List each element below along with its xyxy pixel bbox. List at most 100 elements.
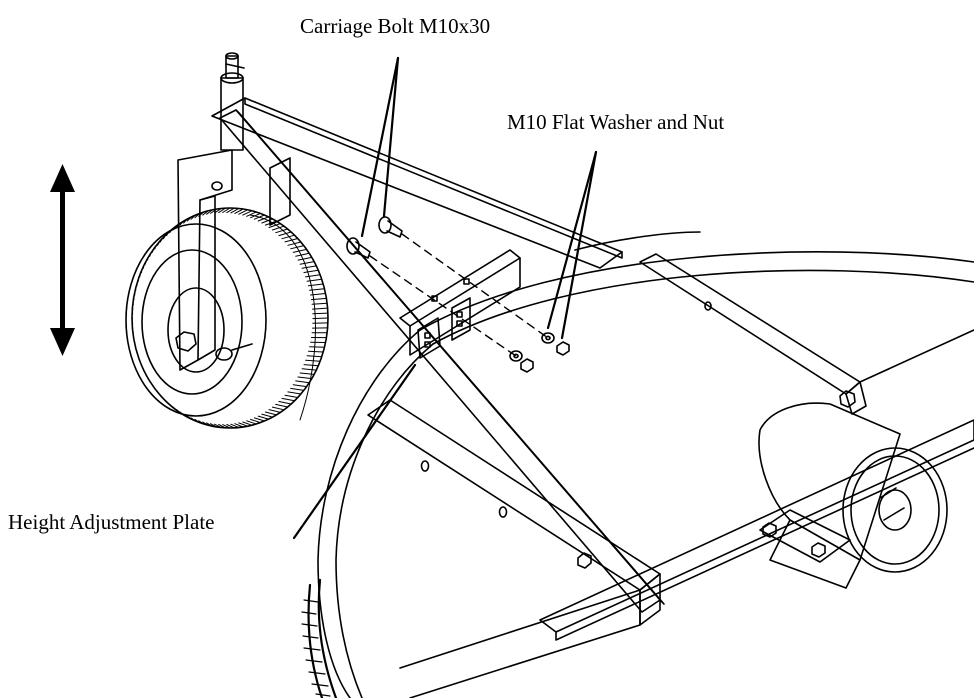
tread-line	[198, 211, 205, 217]
tread-line	[308, 350, 324, 353]
tread-line	[295, 252, 310, 257]
tread-line	[186, 216, 192, 222]
tread-line	[214, 423, 222, 429]
tread-line	[250, 212, 261, 219]
tread-line	[157, 241, 160, 246]
tread-line	[149, 380, 152, 384]
tread-line	[253, 417, 265, 422]
tread-line	[275, 403, 289, 408]
tread-line	[305, 359, 321, 362]
assembly-guide-lines	[369, 233, 549, 357]
tread-line	[299, 261, 315, 265]
tread-line	[305, 274, 321, 278]
tread-line	[310, 293, 326, 296]
tread-line	[151, 248, 154, 253]
tread-line	[151, 384, 154, 388]
tread-line	[257, 216, 269, 222]
height-adjustment-plate	[417, 278, 471, 359]
tread-line	[275, 228, 289, 234]
tread-line	[287, 391, 302, 395]
tread-line	[162, 234, 166, 240]
tread-line	[194, 212, 201, 219]
tread-line	[147, 256, 149, 261]
tread-line	[144, 261, 147, 265]
tread-line	[190, 214, 197, 220]
tread-line	[261, 413, 273, 418]
tread-line	[292, 248, 308, 253]
tread-line	[226, 207, 235, 214]
tread-line	[131, 312, 134, 315]
tread-line	[169, 403, 173, 408]
tread-line	[271, 225, 285, 231]
tread-line	[312, 317, 329, 320]
tread-line	[264, 220, 277, 226]
tread-line	[281, 397, 295, 402]
tread-line	[306, 278, 323, 282]
tread-line	[194, 418, 201, 424]
tread-line	[226, 424, 235, 429]
tread-line	[238, 422, 248, 427]
tread-line	[230, 423, 240, 429]
tread-line	[309, 288, 325, 291]
double-headed-vertical-arrow-icon	[50, 164, 75, 356]
tread-line	[132, 302, 134, 305]
tread-line	[271, 406, 285, 411]
tread-line	[166, 401, 170, 405]
washer-nut-label: M10 Flat Washer and Nut	[507, 110, 725, 134]
tread-line	[157, 391, 160, 395]
tread-line	[169, 228, 173, 234]
tread-line	[278, 231, 292, 237]
tread-line	[131, 307, 134, 310]
tread-line	[301, 368, 317, 371]
tread-line	[250, 418, 261, 424]
tread-line	[301, 265, 317, 269]
tread-line	[284, 238, 299, 243]
tread-line	[290, 245, 305, 250]
tread-line	[299, 372, 315, 375]
tread-line	[246, 420, 257, 425]
tread-line	[214, 207, 222, 214]
tread-line	[131, 317, 134, 320]
tread-line	[238, 209, 248, 215]
tread-line	[183, 218, 188, 224]
tread-line	[210, 208, 218, 214]
tread-line	[218, 207, 227, 214]
tread-line	[206, 209, 213, 215]
tread-line	[210, 423, 218, 428]
tread-line	[264, 411, 277, 416]
front-rail	[367, 399, 661, 698]
tread-line	[202, 210, 209, 216]
tread-line	[144, 372, 147, 375]
tread-line	[312, 307, 329, 310]
carriage-bolts	[346, 216, 403, 259]
tread-line	[303, 364, 319, 367]
tread-line	[172, 406, 177, 411]
tread-line	[310, 297, 327, 301]
left-frame-rail	[211, 97, 623, 269]
tread-line	[154, 245, 157, 250]
tread-line	[257, 415, 269, 420]
tread-line	[308, 283, 324, 287]
tread-line	[183, 413, 188, 418]
leader-lines	[292, 56, 598, 540]
tread-line	[159, 238, 163, 243]
carriage-bolt-label: Carriage Bolt M10x30	[300, 14, 491, 38]
tread-line	[242, 421, 253, 426]
tread-line	[179, 220, 185, 226]
caster-stand	[177, 52, 245, 371]
tread-line	[154, 387, 157, 391]
tread-line	[179, 411, 185, 416]
tread-line	[149, 252, 152, 257]
tread-line	[166, 231, 170, 237]
tread-line	[246, 211, 257, 217]
tread-line	[176, 223, 181, 228]
tread-line	[309, 346, 325, 348]
right-frame-brace	[639, 253, 974, 415]
height-plate-label: Height Adjustment Plate	[8, 510, 215, 534]
tread-line	[206, 422, 213, 427]
tread-line	[312, 312, 329, 315]
tread-line	[159, 394, 163, 398]
tread-line	[222, 207, 231, 213]
